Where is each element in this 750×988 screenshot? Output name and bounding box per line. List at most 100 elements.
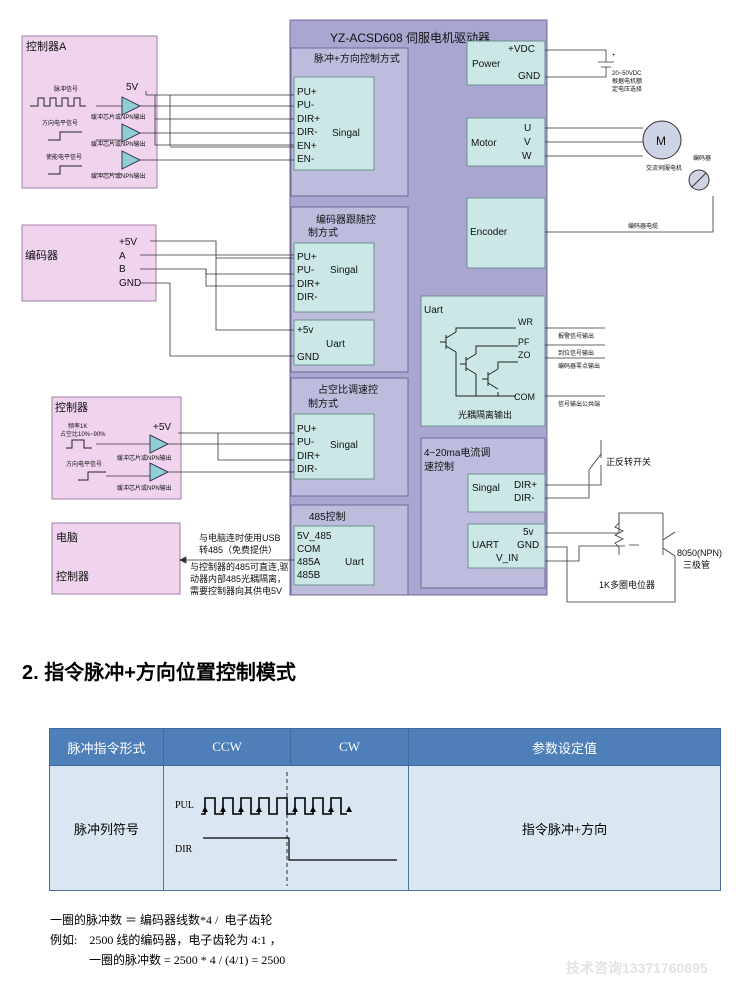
controller-a-box (21, 35, 158, 189)
duty-mode-title-2: 制方式 (308, 397, 338, 410)
current-switch: 正反转开关 (606, 456, 651, 467)
follow-mode-title-1: 编码器跟随控 (316, 213, 376, 226)
uart-out-pf: PF (518, 337, 530, 347)
controller-a-buf1: 缓冲芯片或NPN输出 (91, 113, 146, 121)
follow-signal-box (293, 242, 375, 313)
follow-uart-box (293, 319, 375, 366)
wiring-diagram: YZ-ACSD608 伺服电机驱动器 脉冲+方向控制方式 PU+ PU- DIR… (21, 19, 722, 603)
rs485-pin-5v: 5V_485 (297, 531, 332, 542)
motor-note: 交流伺服电机 (646, 164, 682, 172)
uart-note-pf: 到位信号输出 (558, 349, 594, 357)
current-transistor-1: 8050(NPN) (677, 548, 722, 558)
controller-b-title: 控制器 (55, 400, 88, 414)
current-5v: 5v (523, 527, 534, 538)
follow-pin-dir-minus: DIR- (297, 292, 318, 303)
duty-signal-box (293, 413, 375, 480)
motor-box (466, 117, 546, 167)
pulse-mode-title: 脉冲+方向控制方式 (314, 52, 400, 65)
follow-pin-pu-minus: PU- (297, 265, 314, 276)
encoder-cable: 编码器电缆 (628, 222, 658, 230)
controller-b-buf2: 缓冲芯片或NPN输出 (117, 484, 172, 492)
encoder-ext-box (21, 224, 157, 302)
power-box (466, 40, 546, 86)
controller-a-title: 控制器A (26, 39, 67, 53)
optocoupler-symbols (440, 327, 518, 397)
follow-pin-dir-plus: DIR+ (297, 279, 320, 290)
current-ext-wires (545, 440, 676, 603)
rs485-pin-a: 485A (297, 557, 321, 568)
encoder-box (466, 197, 546, 269)
duty-signal-label: Singal (330, 440, 358, 451)
table-row-label: 脉冲列符号 (49, 765, 164, 891)
uart-out-box (420, 295, 546, 427)
power-gnd: GND (518, 71, 540, 82)
pulse-pin-en-minus: EN- (297, 154, 314, 165)
pc-box (51, 522, 181, 595)
follow-mode-title-2: 制方式 (308, 226, 338, 239)
rs485-pin-com: COM (297, 544, 320, 555)
encoder-box-label: Encoder (470, 227, 508, 238)
encoder-ext-a: A (119, 251, 126, 262)
rs485-box (293, 525, 375, 586)
pc-note-1: 与控制器的485可直连,驱 (190, 561, 289, 572)
controller-b-dir: 方向电平信号 (66, 460, 102, 468)
duty-pin-dir-plus: DIR+ (297, 451, 320, 462)
current-signal-box (467, 473, 546, 513)
controller-a-buffers (121, 96, 142, 170)
uart-note-com: 信号输出公共端 (558, 400, 600, 408)
encoder-wheel-mark (691, 172, 707, 188)
waveform-dir-line (202, 837, 397, 861)
follow-uart-5v: +5v (297, 325, 313, 336)
pc-title: 电脑 (56, 531, 78, 544)
encoder-ext-wires (140, 240, 294, 357)
current-uart-box (467, 523, 546, 569)
controller-a-waveforms (30, 97, 86, 175)
controller-b-buffers (149, 434, 170, 482)
pulse-pin-dir-plus: DIR+ (297, 114, 320, 125)
pulse-pin-pu-minus: PU- (297, 100, 314, 111)
motor-w: W (522, 151, 532, 162)
table-param-value: 指令脉冲+方向 (408, 765, 721, 891)
current-signal-label: Singal (472, 483, 500, 494)
encoder-ext-gnd: GND (119, 278, 141, 289)
current-pot: 1K多圈电位器 (599, 579, 655, 590)
controller-b-buf1: 缓冲芯片或NPN输出 (117, 454, 172, 462)
motor-wires (545, 127, 714, 233)
power-vdc: +VDC (508, 44, 535, 55)
controller-a-sig1: 脉冲信号 (54, 85, 78, 93)
controller-b-5v: +5V (153, 422, 171, 433)
pc-usb-2: 转485（免费提供） (199, 544, 277, 555)
table-header-param: 参数设定值 (408, 728, 721, 766)
motor-v: V (524, 137, 531, 148)
current-dir-minus: DIR- (514, 493, 535, 504)
table-header-form: 脉冲指令形式 (49, 728, 164, 766)
note-line-2: 例如: 2500 线的编码器，电子齿轮为 4:1 ， (50, 933, 282, 947)
rs485-uart-label: Uart (345, 557, 364, 568)
uart-note-wr: 报警信号输出 (558, 332, 594, 340)
pc-wire (179, 556, 294, 564)
waveform-arrows (201, 806, 352, 812)
controller-a-buf2: 缓冲芯片或NPN输出 (91, 140, 146, 148)
power-label: Power (472, 59, 501, 70)
encoder-ext-title: 编码器 (25, 248, 58, 262)
pulse-signal-box (293, 76, 375, 171)
controller-b-freq2: 占空比10%~90% (60, 430, 106, 438)
controller-b-wires (96, 432, 294, 477)
encoder-note: 编码器 (693, 154, 711, 162)
rs485-pin-b: 485B (297, 570, 321, 581)
waveform-pul-label: PUL (175, 800, 194, 811)
power-note-2: 根据电机额 (612, 77, 642, 85)
pulse-waveform: PUL DIR (175, 772, 397, 886)
command-table: 脉冲指令形式 CCW CW 参数设定值 脉冲列符号 PUL DIR (49, 728, 721, 891)
pc-note-2: 动器内部485光耦隔离， (190, 573, 286, 584)
pc-ctrl: 控制器 (56, 569, 89, 583)
controller-a-5v: 5V (126, 82, 139, 93)
duty-pin-pu-minus: PU- (297, 437, 314, 448)
current-dir-plus: DIR+ (514, 480, 537, 491)
uart-out-isolation: 光耦隔离输出 (458, 409, 512, 420)
follow-uart-gnd: GND (297, 352, 319, 363)
motor-label: Motor (471, 138, 497, 149)
section-heading: 2. 指令脉冲+方向位置控制模式 (22, 662, 296, 684)
encoder-ext-5v: +5V (119, 237, 137, 248)
note-line-1: 一圈的脉冲数 ＝ 编码器线数*4 / 电子齿轮 (50, 913, 273, 927)
